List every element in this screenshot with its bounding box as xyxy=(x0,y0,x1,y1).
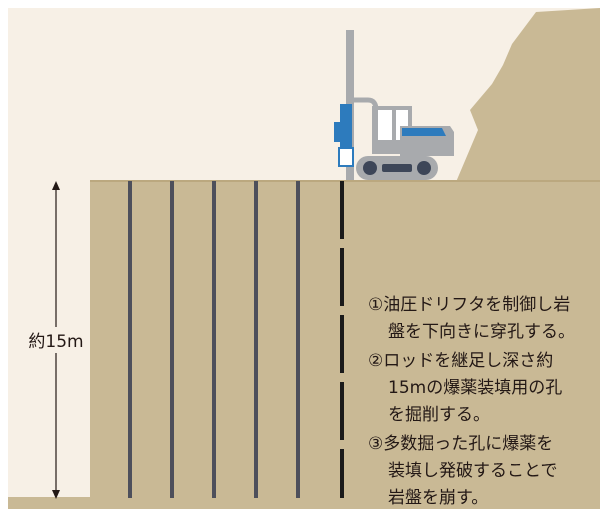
drifter-motor xyxy=(334,122,344,142)
step-2-line-3: を掘削する。 xyxy=(388,405,490,425)
rig-body-stripe xyxy=(402,128,446,136)
rock-bench xyxy=(90,180,600,500)
track-wheel xyxy=(417,161,431,175)
step-1-line-2: 盤を下向きに穿孔する。 xyxy=(388,322,575,342)
track-wheel xyxy=(363,161,377,175)
track-roller xyxy=(382,164,412,172)
drilling-rig-icon xyxy=(334,30,454,180)
step-3-line-2: 装填し発破することで xyxy=(388,461,558,481)
step-3-line-3: 岩盤を崩す。 xyxy=(388,488,488,508)
depth-label: 約15m xyxy=(28,332,83,352)
depth-label-bg xyxy=(24,327,88,353)
depth-dimension: 約15m xyxy=(24,181,88,499)
step-1-line-1: ①油圧ドリフタを制御し岩 xyxy=(368,295,570,315)
cab-window xyxy=(378,110,392,140)
step-2-line-1: ②ロッドを継足し深さ約 xyxy=(368,351,553,371)
drill-holes xyxy=(128,181,300,498)
depth-arrow-head-top xyxy=(52,181,60,190)
depth-arrow-head-bottom xyxy=(52,490,60,499)
step-notes: ①油圧ドリフタを制御し岩 盤を下向きに穿孔する。 ②ロッドを継足し深さ約 15m… xyxy=(368,295,575,508)
cliff xyxy=(456,8,600,182)
rock-floor xyxy=(8,497,600,509)
rod-holder xyxy=(338,147,354,167)
step-3-line-1: ③多数掘った孔に爆薬を xyxy=(368,434,553,454)
step-2-line-2: 15mの爆薬装填用の孔 xyxy=(388,378,562,398)
